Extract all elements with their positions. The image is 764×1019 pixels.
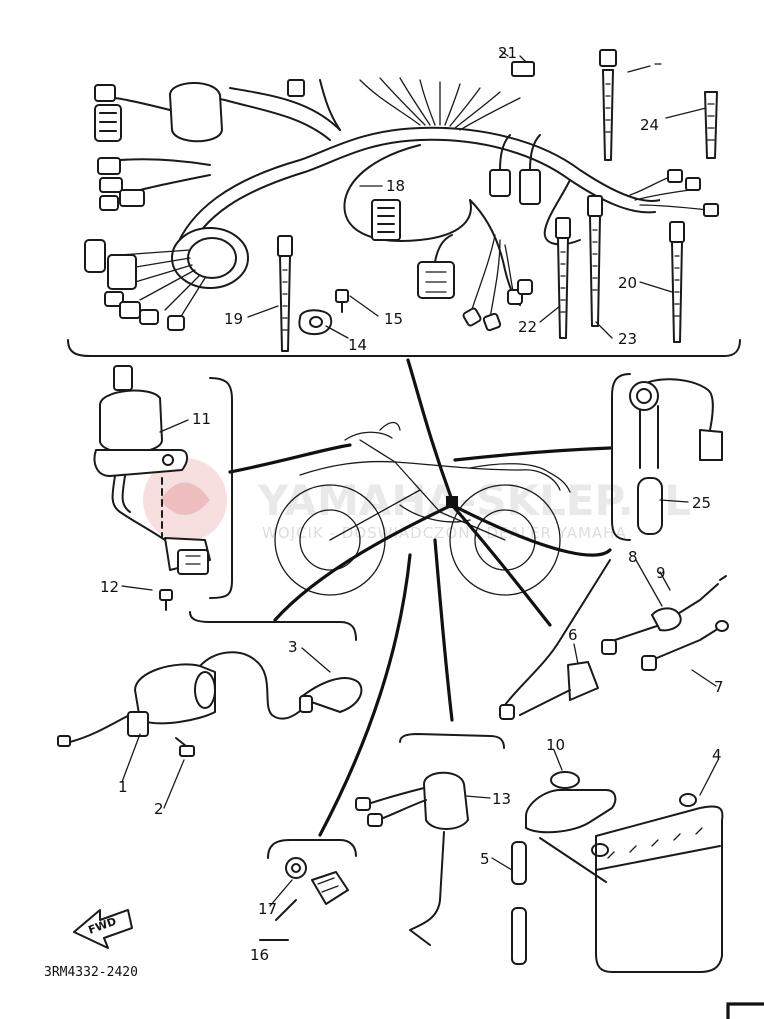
callout-25: 25 (692, 494, 711, 512)
wire-leads (499, 559, 729, 720)
callout-8: 8 (628, 548, 638, 566)
callout-19: 19 (224, 310, 243, 328)
callout-12: 12 (100, 578, 119, 596)
watermark-subtitle: WOJCIK - DOSWIADCZONY DEALER YAMAHA (262, 524, 627, 542)
callout-11: 11 (192, 410, 211, 428)
watermark: YAMAHA-SKLEP.PL WOJCIK - DOSWIADCZONY DE… (143, 458, 691, 542)
callout-18: 18 (386, 177, 405, 195)
callout-5: 5 (480, 850, 490, 868)
main-switch (93, 365, 233, 611)
callout-22: 22 (518, 318, 537, 336)
neutral-switch (355, 733, 505, 946)
callout-2: 2 (154, 800, 164, 818)
callout-21: 21 (498, 44, 517, 62)
callout-14: 14 (348, 336, 367, 354)
callout-9: 9 (656, 564, 666, 582)
callout-labels: 11 12 3 1 2 18 19 15 14 22 23 20 24 25 8… (100, 44, 724, 964)
wire-harness (84, 49, 719, 332)
corner-mark (726, 1002, 764, 1019)
callout-20: 20 (618, 274, 637, 292)
callout-10: 10 (546, 736, 565, 754)
sensor-group (259, 839, 357, 941)
ignition-coil (57, 611, 363, 757)
callout-16: 16 (250, 946, 269, 964)
callout-17: 17 (258, 900, 277, 918)
callout-13: 13 (492, 790, 511, 808)
callout-15: 15 (384, 310, 403, 328)
callout-leaders (121, 107, 719, 907)
callout-23: 23 (618, 330, 637, 348)
leader-lines (228, 358, 612, 837)
throttle-grip (611, 373, 723, 541)
callout-24: 24 (640, 116, 659, 134)
callout-7: 7 (714, 678, 724, 696)
motorcycle-outline (274, 421, 571, 596)
harness-group-bracket (67, 339, 741, 357)
battery-group (511, 771, 724, 973)
callout-3: 3 (288, 638, 298, 656)
callout-1: 1 (118, 778, 128, 796)
forward-arrow-icon: FWD (73, 909, 133, 949)
callout-4: 4 (712, 746, 722, 764)
callout-6: 6 (568, 626, 578, 644)
cable-ties (277, 69, 718, 352)
part-code: 3RM4332-2420 (44, 965, 138, 980)
